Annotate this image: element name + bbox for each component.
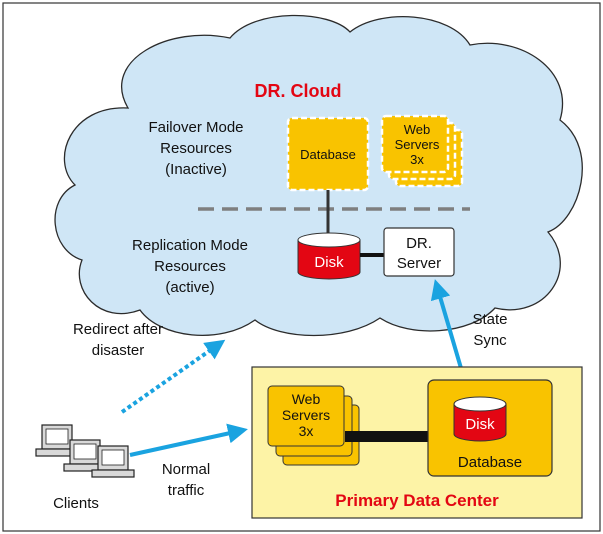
dr-server-label-line1: DR. (406, 235, 432, 252)
failover-label-line2: Resources (160, 140, 232, 157)
primary-web-server-stack-1 (267, 385, 345, 447)
state-sync-label-line2: Sync (473, 332, 507, 349)
replication-label-line2: Resources (154, 258, 226, 275)
replication-label-line1: Replication Mode (132, 237, 248, 254)
redirect-arrow (120, 339, 226, 414)
primary-disk-icon (453, 396, 507, 442)
failover-label-line1: Failover Mode (148, 119, 243, 136)
replication-label-line3: (active) (165, 279, 214, 296)
cloud-web-servers-line3: 3x (410, 152, 424, 167)
state-sync-label-line1: State (472, 311, 507, 328)
dr-server-label-line2: Server (397, 255, 441, 272)
primary-disk-label: Disk (465, 416, 495, 433)
cloud-disk-icon (297, 232, 361, 280)
primary-web-servers-line2: Servers (282, 407, 330, 423)
client-computer-icon-2 (63, 439, 107, 472)
primary-data-center-title: Primary Data Center (335, 491, 499, 510)
client-computer-icon-1 (35, 424, 79, 457)
redirect-label-line1: Redirect after (73, 321, 163, 338)
normal-traffic-label-line2: traffic (168, 482, 205, 499)
primary-web-servers-line1: Web (292, 391, 321, 407)
cloud-disk-label: Disk (314, 254, 344, 271)
primary-database-label: Database (458, 454, 522, 471)
cloud-web-servers-line2: Servers (395, 137, 440, 152)
dr-cloud-title: DR. Cloud (255, 81, 342, 101)
cloud-database-label: Database (300, 147, 356, 162)
clients-label: Clients (53, 495, 99, 512)
primary-web-servers-line3: 3x (299, 423, 314, 439)
failover-label-line3: (Inactive) (165, 161, 227, 178)
normal-traffic-arrow (129, 423, 248, 457)
dr-server-box (383, 227, 455, 277)
cloud-web-servers-line1: Web (404, 122, 431, 137)
cloud-web-server-stack-1 (380, 114, 450, 174)
redirect-label-line2: disaster (92, 342, 145, 359)
web-db-connector (345, 431, 445, 442)
normal-traffic-label-line1: Normal (162, 461, 210, 478)
client-computer-icon-3 (91, 445, 135, 478)
